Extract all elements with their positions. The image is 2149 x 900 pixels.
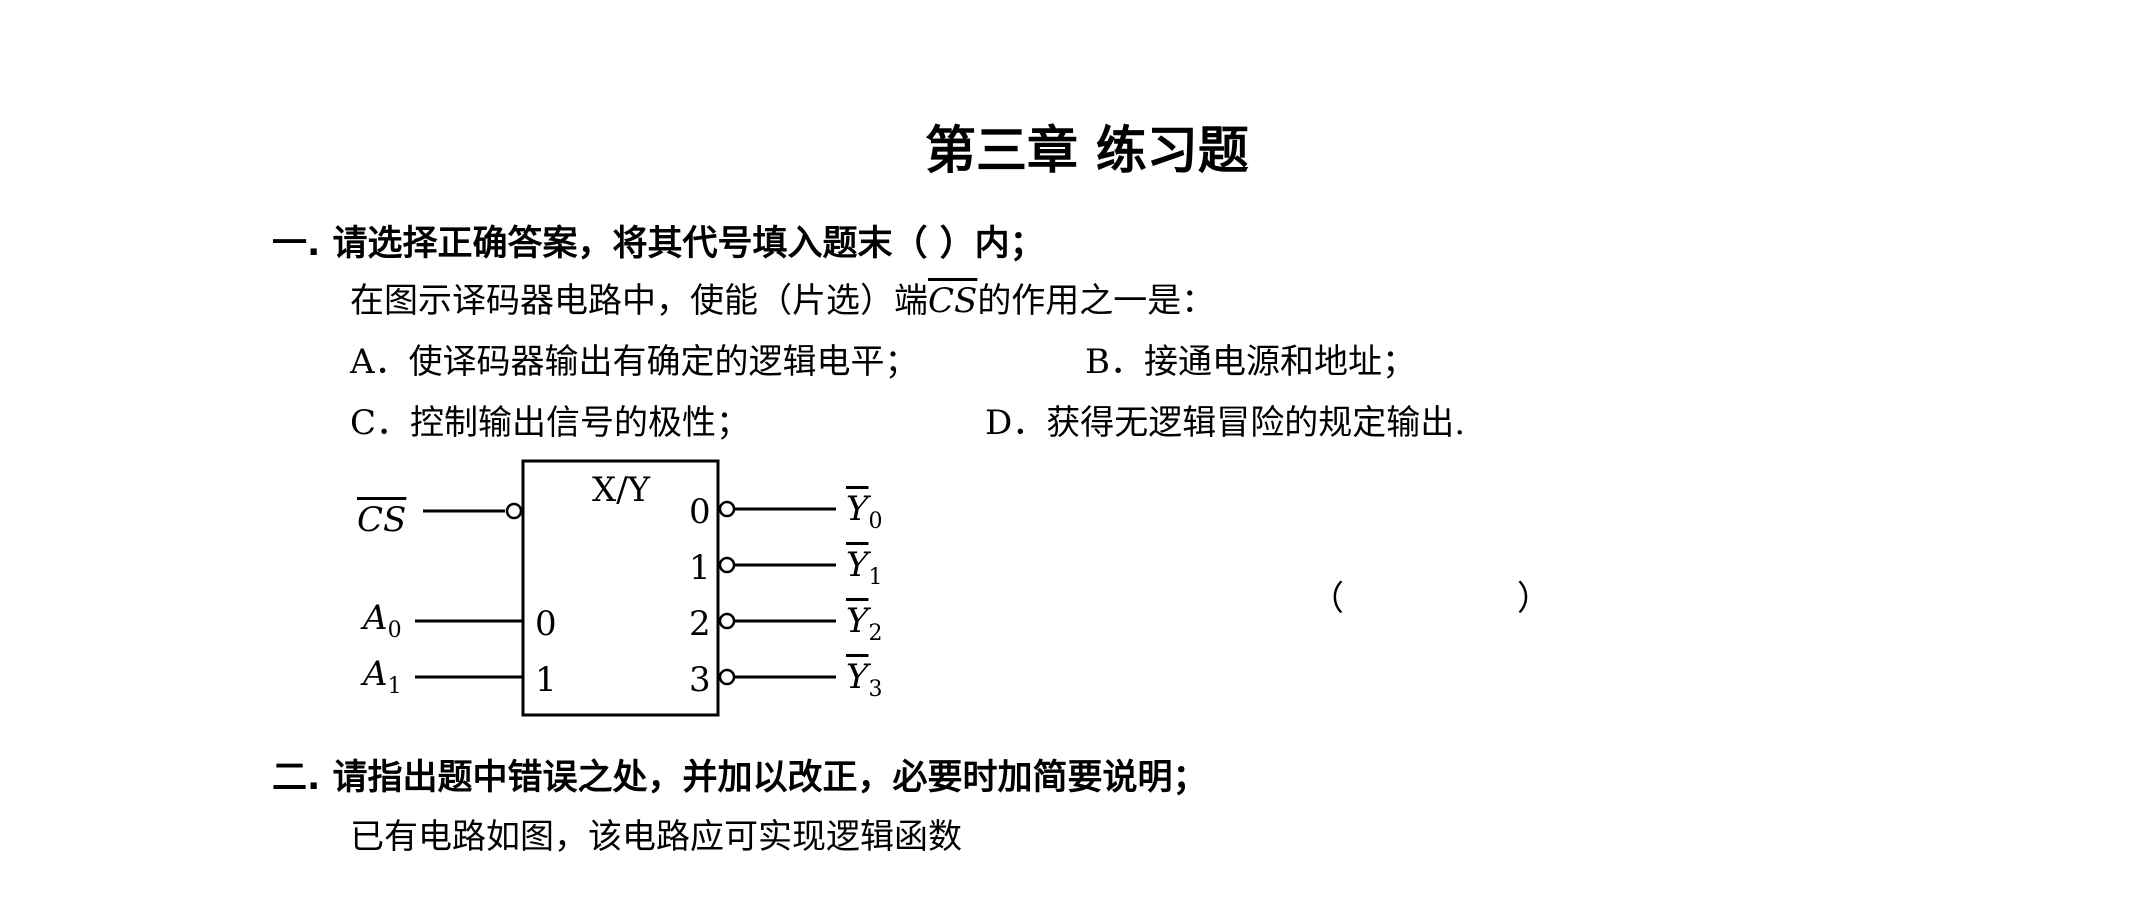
option-c: C．控制输出信号的极性；	[350, 403, 751, 443]
enable-bubble	[505, 502, 523, 520]
output-pin-0: 0	[689, 492, 711, 532]
option-a: A．使译码器输出有确定的逻辑电平；	[350, 342, 919, 382]
page-title: 第三章 练习题	[925, 122, 1249, 181]
question-signal-cs: CS	[928, 281, 978, 321]
output-subscript: 1	[868, 565, 883, 590]
output-bubble-0	[718, 500, 736, 518]
decoder-block	[521, 459, 720, 717]
input-name: A	[363, 598, 388, 638]
output-name: Y	[846, 657, 869, 697]
output-name: Y	[846, 545, 869, 585]
output-label-y2: Y2	[846, 604, 882, 645]
output-subscript: 0	[868, 509, 883, 534]
output-bubble-1	[718, 556, 736, 574]
output-label-y0: Y0	[846, 492, 882, 533]
input-label-a0: A0	[363, 601, 402, 642]
enable-label-cs: CS	[357, 500, 407, 540]
output-label-y3: Y3	[846, 660, 882, 701]
output-subscript: 3	[868, 677, 883, 702]
input-subscript: 1	[387, 674, 402, 699]
option-d: D．获得无逻辑冒险的规定输出.	[985, 403, 1466, 443]
input-pin-0: 0	[535, 604, 557, 644]
input-pin-1: 1	[535, 660, 557, 700]
question-text: 在图示译码器电路中，使能（片选）端CS的作用之一是：	[350, 284, 1215, 318]
option-b: B．接通电源和地址；	[1085, 342, 1416, 382]
section-2-heading: 二. 请指出题中错误之处，并加以改正，必要时加简要说明；	[272, 758, 1208, 798]
output-pin-1: 1	[689, 548, 711, 588]
input-subscript: 0	[387, 618, 402, 643]
output-label-y1: Y1	[846, 548, 882, 589]
output-bubble-3	[718, 668, 736, 686]
question-suffix: 的作用之一是：	[977, 281, 1216, 321]
section-1-heading: 一. 请选择正确答案，将其代号填入题末（ ）内；	[272, 224, 1045, 264]
answer-blank: （ ）	[1310, 579, 1551, 619]
output-pin-3: 3	[689, 660, 711, 700]
output-subscript: 2	[868, 621, 883, 646]
input-label-a1: A1	[363, 657, 402, 698]
output-pin-2: 2	[689, 604, 711, 644]
block-label: X/Y	[592, 470, 651, 510]
output-name: Y	[846, 601, 869, 641]
output-name: Y	[846, 489, 869, 529]
section-2-text: 已有电路如图，该电路应可实现逻辑函数	[350, 817, 962, 857]
output-bubble-2	[718, 612, 736, 630]
input-name: A	[363, 654, 388, 694]
question-prefix: 在图示译码器电路中，使能（片选）端	[350, 281, 928, 321]
